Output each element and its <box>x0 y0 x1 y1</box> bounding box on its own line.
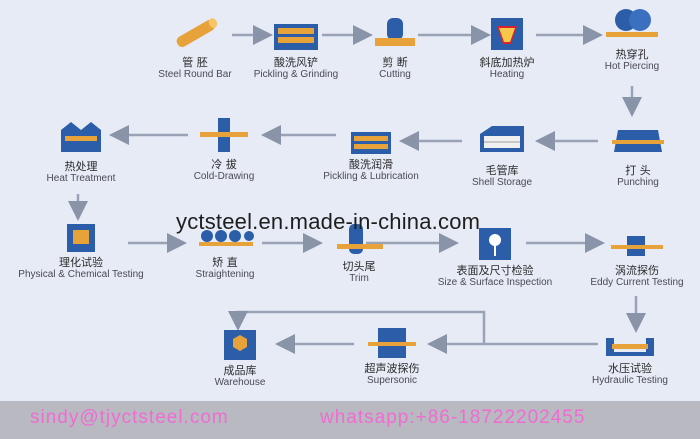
step-size-surface-inspection: 表面及尺寸检验 Size & Surface Inspection <box>425 226 565 288</box>
step-physical-chemical-testing: 理化试验 Physical & Chemical Testing <box>11 222 151 280</box>
steel-round-bar-icon <box>165 14 225 54</box>
physical-chemical-testing-zh: 理化试验 <box>59 256 103 269</box>
eddy-current-testing-en: Eddy Current Testing <box>590 277 684 288</box>
heating-zh: 斜底加热炉 <box>479 56 535 69</box>
step-heating: 斜底加热炉 Heating <box>437 14 577 80</box>
cutting-icon <box>365 14 425 54</box>
trim-icon <box>329 222 389 258</box>
step-steel-round-bar: 管 胚 Steel Round Bar <box>125 14 265 80</box>
pickling-lubrication-icon <box>341 128 401 156</box>
hot-piercing-icon <box>602 6 662 46</box>
supersonic-zh: 超声波探伤 <box>364 362 420 375</box>
step-straightening: 矫 直 Straightening <box>155 226 295 280</box>
warehouse-zh: 成品库 <box>223 364 257 377</box>
footer-email: sindy@tjyctsteel.com <box>30 407 229 428</box>
heat-treatment-en: Heat Treatment <box>46 173 116 184</box>
trim-zh: 切头尾 <box>342 260 376 273</box>
step-shell-storage: 毛管库 Shell Storage <box>432 122 572 188</box>
hot-piercing-en: Hot Piercing <box>604 61 660 72</box>
step-hydraulic-testing: 水压试验 Hydraulic Testing <box>560 332 700 386</box>
size-surface-inspection-icon <box>465 226 525 262</box>
heat-treatment-icon <box>51 118 111 158</box>
step-eddy-current-testing: 涡流探伤 Eddy Current Testing <box>567 232 700 288</box>
punching-en: Punching <box>617 177 659 188</box>
hydraulic-testing-icon <box>600 332 660 360</box>
shell-storage-zh: 毛管库 <box>485 164 519 177</box>
pickling-grinding-icon <box>266 14 326 54</box>
size-surface-inspection-en: Size & Surface Inspection <box>437 277 553 288</box>
straightening-zh: 矫 直 <box>212 256 238 269</box>
step-hot-piercing: 热穿孔 Hot Piercing <box>562 6 700 72</box>
straightening-icon <box>195 226 255 254</box>
punching-zh: 打 头 <box>625 164 651 177</box>
punching-icon <box>608 122 668 162</box>
physical-chemical-testing-icon <box>51 222 111 254</box>
size-surface-inspection-zh: 表面及尺寸检验 <box>456 264 534 277</box>
step-heat-treatment: 热处理 Heat Treatment <box>11 118 151 184</box>
pickling-lubrication-zh: 酸洗润滑 <box>349 158 393 171</box>
pickling-lubrication-en: Pickling & Lubrication <box>323 171 419 182</box>
cold-drawing-zh: 冷 拔 <box>211 158 237 171</box>
shell-storage-icon <box>472 122 532 162</box>
physical-chemical-testing-en: Physical & Chemical Testing <box>18 269 144 280</box>
step-cutting: 剪 断 Cutting <box>325 14 465 80</box>
warehouse-en: Warehouse <box>214 377 266 388</box>
supersonic-en: Supersonic <box>366 375 418 386</box>
hydraulic-testing-en: Hydraulic Testing <box>592 375 668 386</box>
pickling-grinding-en: Pickling & Grinding <box>253 69 339 80</box>
heat-treatment-zh: 热处理 <box>64 160 98 173</box>
step-punching: 打 头 Punching <box>568 122 700 188</box>
eddy-current-testing-zh: 涡流探伤 <box>615 264 659 277</box>
contact-footer: sindy@tjyctsteel.com whatsapp:+86-187222… <box>0 401 700 439</box>
watermark-text: yctsteel.en.made-in-china.com <box>176 209 481 234</box>
steel-round-bar-zh: 管 胚 <box>182 56 208 69</box>
step-supersonic: 超声波探伤 Supersonic <box>322 326 462 386</box>
pickling-grinding-zh: 酸洗风铲 <box>274 56 318 69</box>
step-pickling-lubrication: 酸洗润滑 Pickling & Lubrication <box>301 128 441 182</box>
step-pickling-grinding: 酸洗风铲 Pickling & Grinding <box>226 14 366 80</box>
footer-whatsapp: whatsapp:+86-18722202455 <box>320 407 586 428</box>
step-cold-drawing: 冷 拔 Cold-Drawing <box>154 116 294 182</box>
hot-piercing-zh: 热穿孔 <box>615 48 649 61</box>
step-warehouse: 成品库 Warehouse <box>170 328 310 388</box>
heating-furnace-icon <box>477 14 537 54</box>
cutting-en: Cutting <box>379 69 411 80</box>
hydraulic-testing-zh: 水压试验 <box>608 362 652 375</box>
warehouse-icon <box>210 328 270 362</box>
trim-en: Trim <box>349 273 369 284</box>
step-trim: 切头尾 Trim <box>289 222 429 284</box>
straightening-en: Straightening <box>195 269 255 280</box>
cold-drawing-en: Cold-Drawing <box>193 171 255 182</box>
heating-en: Heating <box>489 69 525 80</box>
shell-storage-en: Shell Storage <box>471 177 533 188</box>
steel-round-bar-en: Steel Round Bar <box>158 69 232 80</box>
eddy-current-testing-icon <box>607 232 667 262</box>
supersonic-icon <box>362 326 422 360</box>
cold-drawing-icon <box>194 116 254 156</box>
cutting-zh: 剪 断 <box>382 56 408 69</box>
